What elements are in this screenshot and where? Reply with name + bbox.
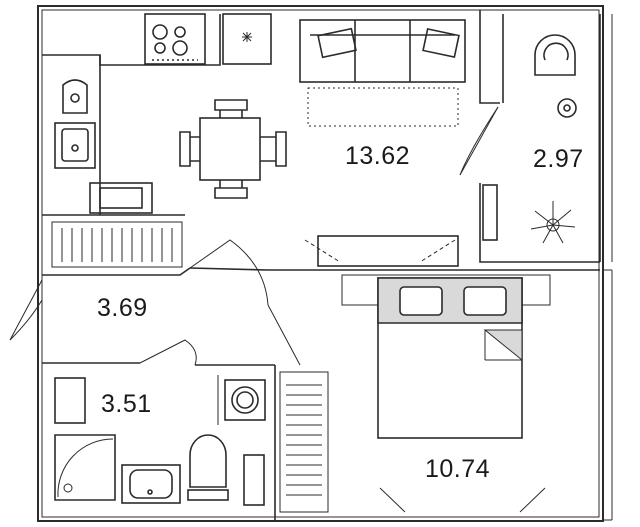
bathroom-fixtures xyxy=(54,375,266,506)
balcony-door xyxy=(459,106,499,176)
tv-stand xyxy=(304,235,459,267)
right-window xyxy=(602,14,613,521)
kitchen-counter xyxy=(42,13,272,216)
bed xyxy=(341,274,551,513)
outer-walls xyxy=(37,5,604,522)
wardrobe-hall xyxy=(279,371,329,513)
bedroom-area: 10.74 xyxy=(425,455,491,483)
interior-walls xyxy=(9,267,600,520)
balcony-walls xyxy=(479,10,601,263)
balcony-furniture xyxy=(530,34,577,244)
dining-table xyxy=(179,99,287,199)
hallway-doors xyxy=(139,239,301,366)
wardrobe-kitchen xyxy=(51,221,183,268)
balcony-area: 2.97 xyxy=(533,145,584,173)
bathroom-area: 3.51 xyxy=(101,390,152,418)
living-kitchen-area: 13.62 xyxy=(345,142,411,170)
sofa xyxy=(299,19,466,127)
hallway-area: 3.69 xyxy=(97,294,148,322)
